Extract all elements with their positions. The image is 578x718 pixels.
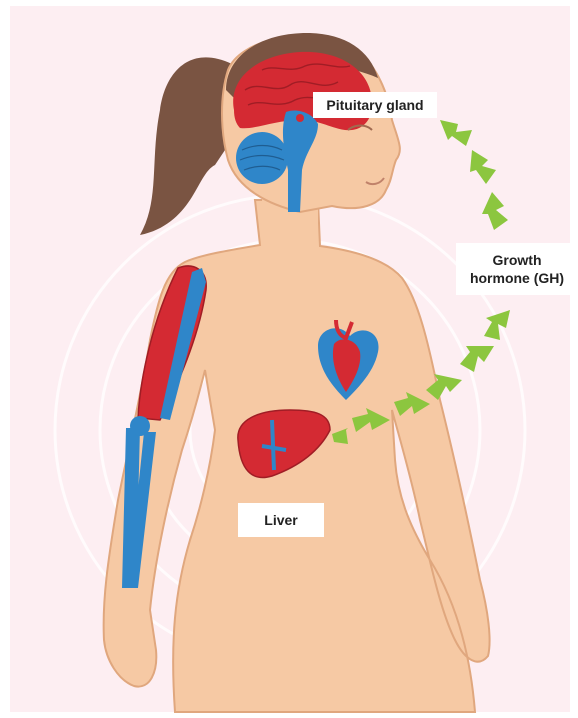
growth-hormone-label: Growth hormone (GH) bbox=[456, 243, 578, 295]
growth-hormone-label-line1: Growth bbox=[456, 251, 578, 269]
liver-label: Liver bbox=[238, 503, 324, 537]
growth-hormone-label-line2: hormone (GH) bbox=[456, 269, 578, 287]
pituitary-dot bbox=[296, 114, 304, 122]
elbow-joint bbox=[130, 416, 150, 436]
pituitary-gland-label: Pituitary gland bbox=[313, 92, 437, 118]
